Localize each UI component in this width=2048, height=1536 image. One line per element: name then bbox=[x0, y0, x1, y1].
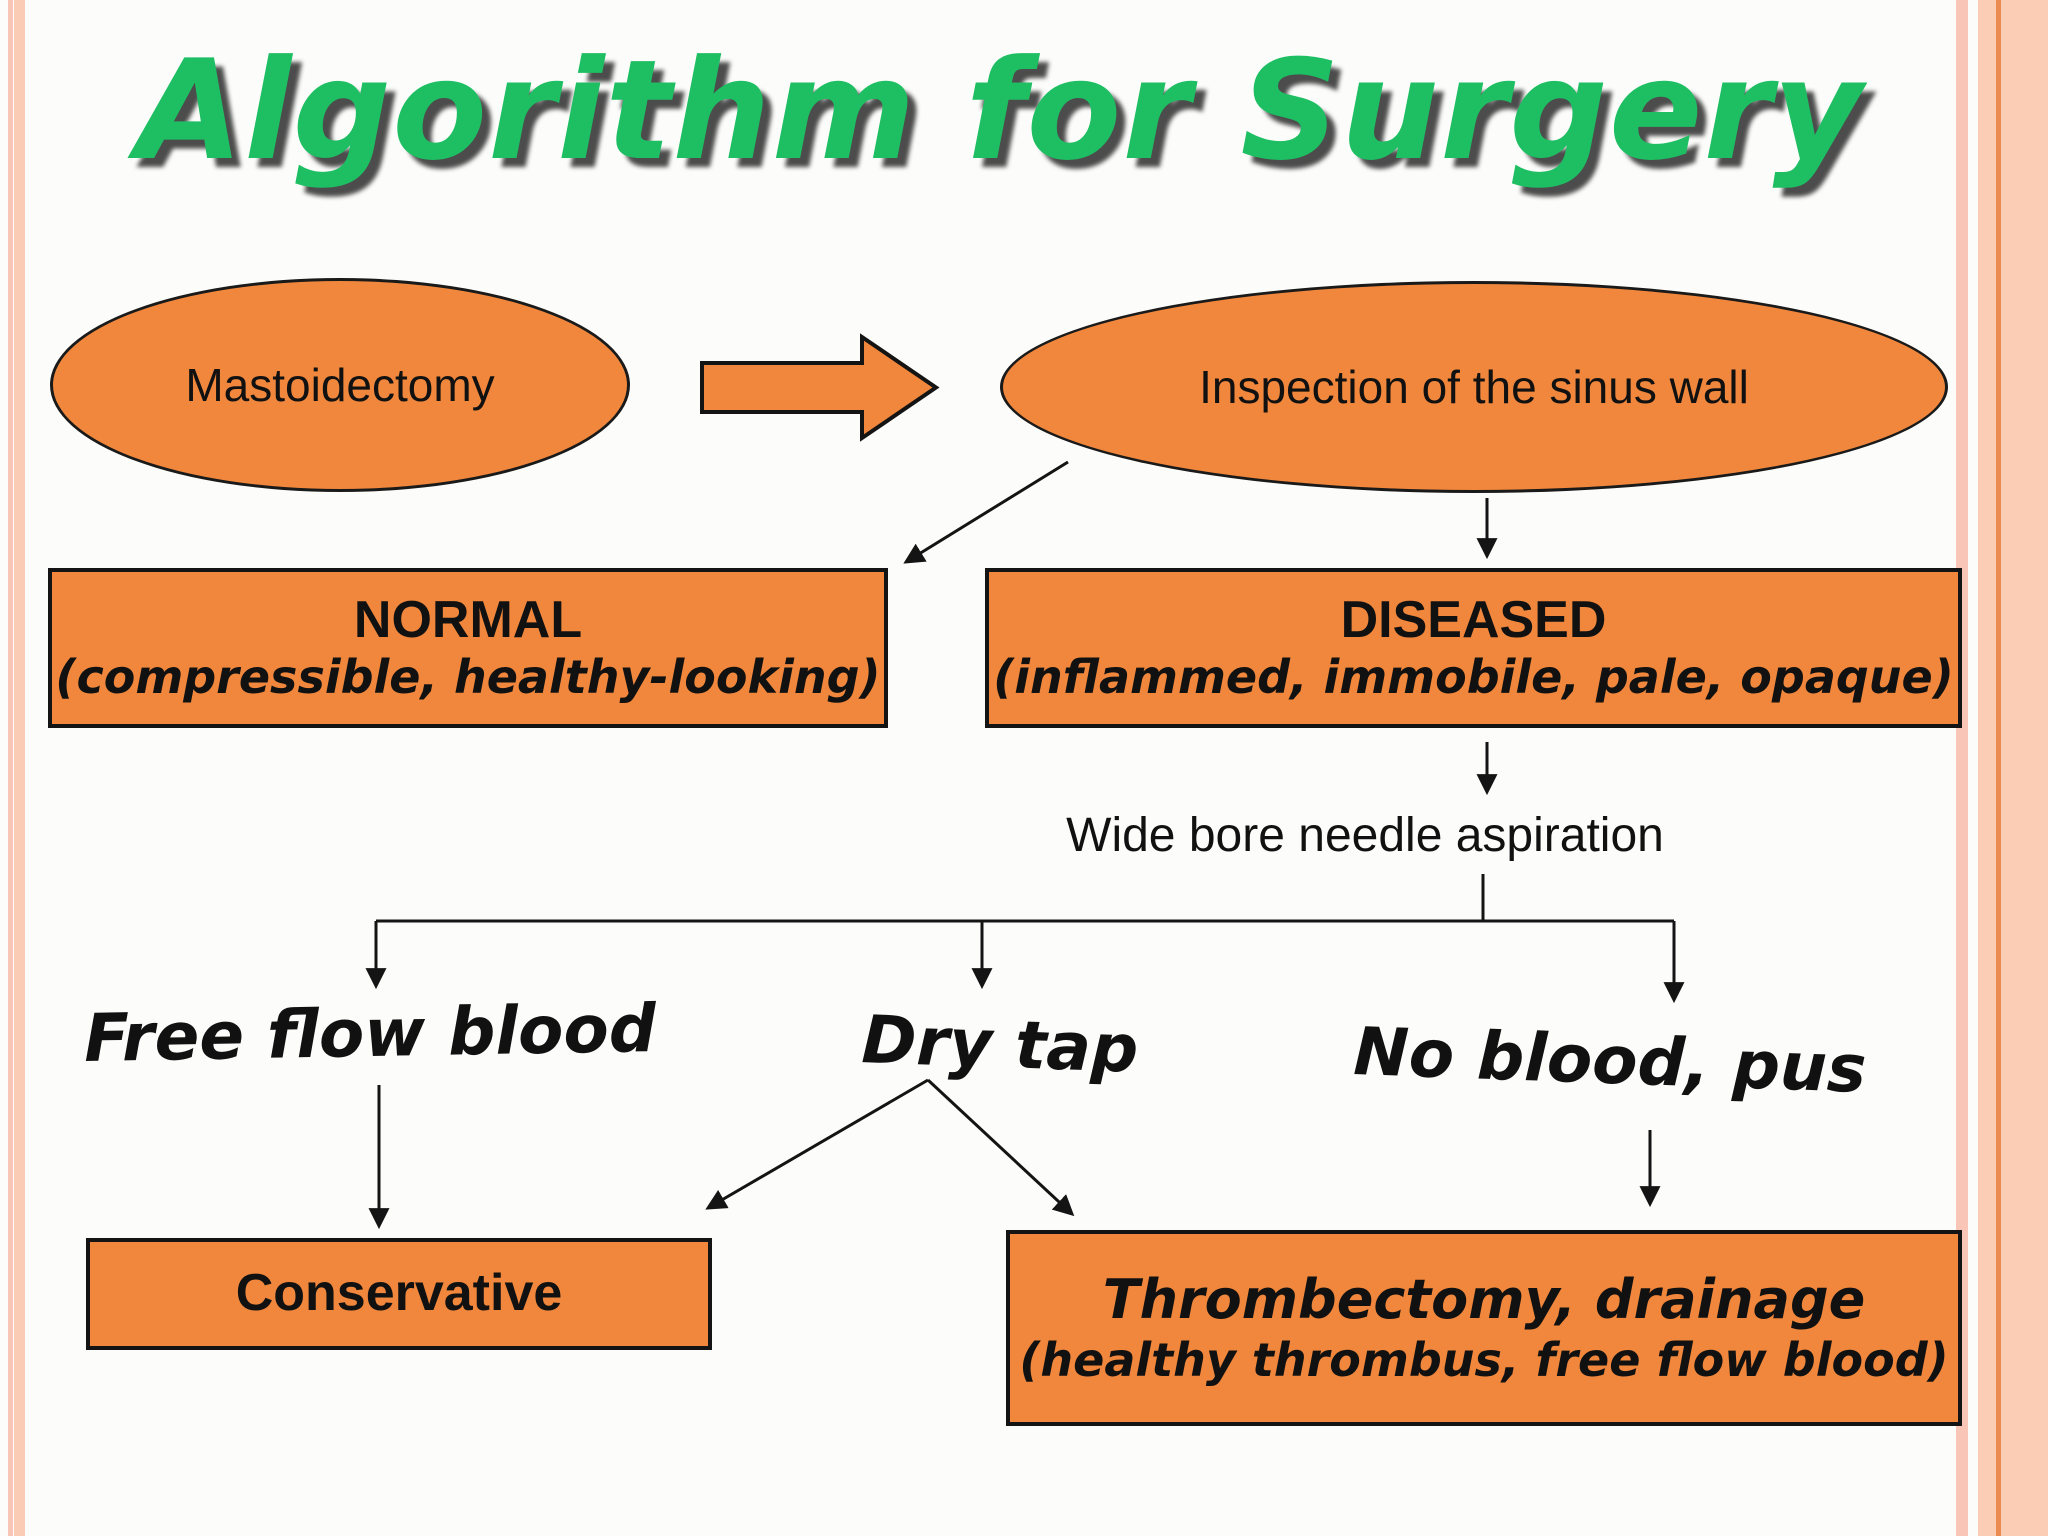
branch-label-free-flow-blood: Free flow blood bbox=[83, 990, 657, 1077]
thrombectomy-detail: (healthy thrombus, free flow blood) bbox=[1019, 1332, 1949, 1387]
arrow-drytap-to-thrombectomy bbox=[926, 1078, 1075, 1217]
node-thrombectomy: Thrombectomy, drainage (healthy thrombus… bbox=[1006, 1230, 1962, 1426]
node-normal: NORMAL (compressible, healthy-looking) bbox=[48, 568, 888, 728]
node-mastoidectomy: Mastoidectomy bbox=[50, 278, 630, 492]
arrow-inspection-to-normal bbox=[903, 460, 1069, 564]
thrombectomy-heading: Thrombectomy, drainage bbox=[1102, 1268, 1866, 1331]
diseased-heading: DISEASED bbox=[1340, 590, 1607, 649]
inspection-label: Inspection of the sinus wall bbox=[1199, 361, 1749, 413]
normal-heading: NORMAL bbox=[353, 590, 583, 649]
normal-detail: (compressible, healthy-looking) bbox=[55, 650, 881, 705]
conservative-label: Conservative bbox=[235, 1264, 563, 1323]
left-border-outer-stripe bbox=[8, 0, 13, 1536]
mastoidectomy-label: Mastoidectomy bbox=[185, 359, 495, 411]
block-arrow-icon bbox=[700, 333, 940, 442]
right-border-peach-band bbox=[1978, 0, 2048, 1536]
node-diseased: DISEASED (inflammed, immobile, pale, opa… bbox=[985, 568, 1962, 728]
aspiration-label: Wide bore needle aspiration bbox=[1066, 809, 1664, 862]
arrow-drytap-to-conservative bbox=[705, 1078, 929, 1210]
branch-label-dry-tap: Dry tap bbox=[860, 1001, 1140, 1088]
left-border-inner-stripe bbox=[14, 0, 25, 1536]
slide-title: Algorithm for Surgery bbox=[136, 30, 1864, 191]
right-border-accent-line bbox=[1996, 0, 2001, 1536]
diseased-detail: (inflammed, immobile, pale, opaque) bbox=[993, 650, 1954, 705]
node-conservative: Conservative bbox=[86, 1238, 712, 1350]
right-border-pink-stripe bbox=[1956, 0, 1968, 1536]
branch-label-no-blood-pus: No blood, pus bbox=[1352, 1013, 1868, 1108]
node-inspection: Inspection of the sinus wall bbox=[1000, 281, 1948, 493]
